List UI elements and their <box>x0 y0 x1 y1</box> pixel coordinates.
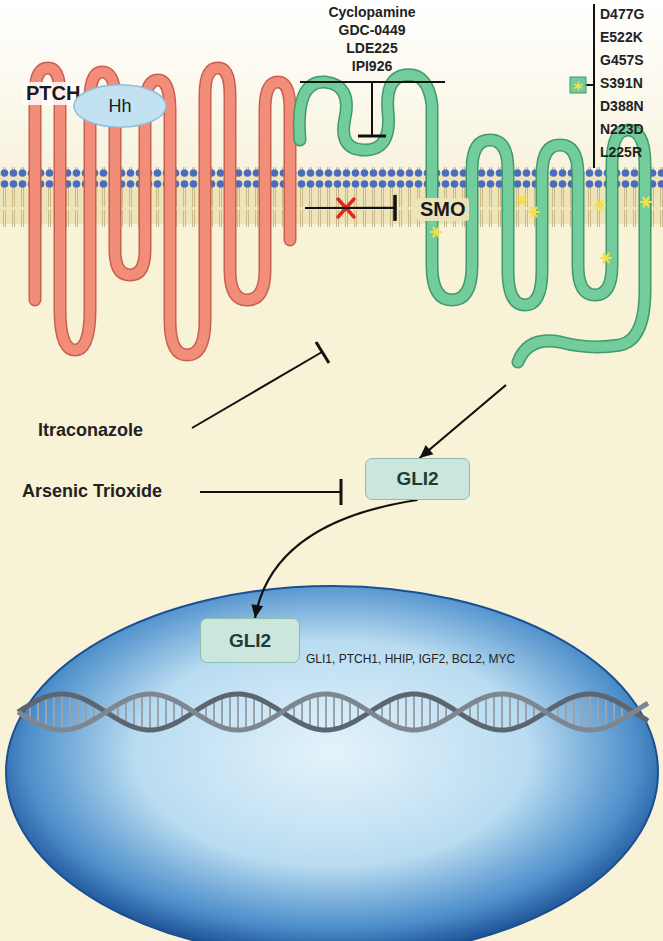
dna-helix <box>18 694 648 730</box>
mutation-label: S391N <box>600 75 643 91</box>
inhibition-connector <box>305 195 395 221</box>
mutation-label: D388N <box>600 98 644 114</box>
activation-arrow <box>420 385 506 458</box>
protein-box: GLI2 <box>365 458 470 500</box>
drug-name: LDE225 <box>346 40 397 56</box>
drug-name: Itraconazole <box>38 420 143 441</box>
mutation-label: N223D <box>600 121 644 137</box>
target-genes: GLI1, PTCH1, HHIP, IGF2, BCL2, MYC <box>306 652 515 666</box>
node-label: SMO <box>417 198 469 221</box>
drug-name: Cyclopamine <box>328 4 415 20</box>
ligand-ellipse: Hh <box>72 83 168 129</box>
activation-arrow <box>251 500 417 618</box>
svg-text:*: * <box>573 78 583 99</box>
node-label: GLI2 <box>229 630 271 652</box>
protein-region: PTCHHh <box>15 60 305 362</box>
drug-name: Arsenic Trioxide <box>22 481 162 502</box>
drug-name: GDC-0449 <box>339 22 406 38</box>
protein-box: GLI2 <box>200 618 300 663</box>
mutation-label: E522K <box>600 29 643 45</box>
mutation-label: D477G <box>600 6 644 22</box>
mutation-label: L225R <box>600 144 642 160</box>
node-label: GLI2 <box>396 468 438 490</box>
mutation-label: G457S <box>600 52 644 68</box>
drug-name: IPI926 <box>352 58 392 74</box>
node-label: Hh <box>108 96 131 117</box>
